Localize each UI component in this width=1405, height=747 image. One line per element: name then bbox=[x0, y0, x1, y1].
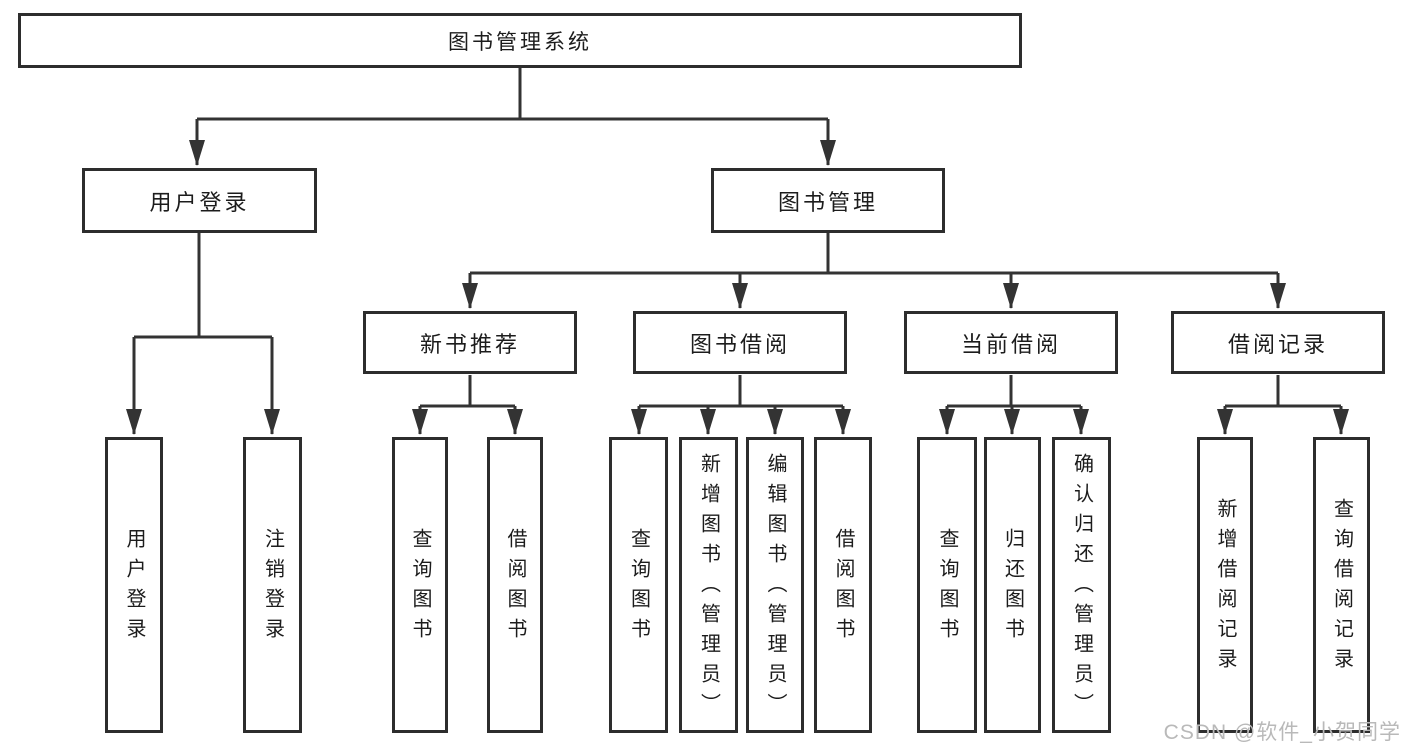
node-new-book-recommend: 新书推荐 bbox=[363, 311, 577, 374]
connector-current-borrow-children bbox=[947, 375, 1081, 408]
connector-borrow-records-children bbox=[1225, 375, 1341, 408]
leaf-borrow-add-books-admin: 新增图书（管理员） bbox=[679, 437, 738, 733]
node-borrow-records: 借阅记录 bbox=[1171, 311, 1385, 374]
connector-book-management-children bbox=[470, 233, 1278, 275]
leaf-borrow-query-books: 查询图书 bbox=[609, 437, 668, 733]
leaf-current-query-books: 查询图书 bbox=[917, 437, 977, 733]
leaf-borrow-edit-books-admin: 编辑图书（管理员） bbox=[746, 437, 804, 733]
leaf-user-login: 用户登录 bbox=[105, 437, 163, 733]
connector-user-login-children bbox=[134, 233, 272, 339]
leaf-borrow-borrow-books: 借阅图书 bbox=[814, 437, 872, 733]
connector-book-borrow-children bbox=[639, 375, 843, 408]
node-user-login: 用户登录 bbox=[82, 168, 317, 233]
node-book-borrow: 图书借阅 bbox=[633, 311, 847, 374]
leaf-records-add-record: 新增借阅记录 bbox=[1197, 437, 1253, 733]
node-book-management-system: 图书管理系统 bbox=[18, 13, 1022, 68]
node-current-borrow: 当前借阅 bbox=[904, 311, 1118, 374]
leaf-recommend-borrow-books: 借阅图书 bbox=[487, 437, 543, 733]
node-book-management: 图书管理 bbox=[711, 168, 945, 233]
leaf-logout: 注销登录 bbox=[243, 437, 302, 733]
leaf-current-return-books: 归还图书 bbox=[984, 437, 1041, 733]
leaf-recommend-query-books: 查询图书 bbox=[392, 437, 448, 733]
leaf-current-confirm-return-admin: 确认归还（管理员） bbox=[1052, 437, 1111, 733]
connector-new-book-recommend-children bbox=[420, 375, 515, 408]
leaf-records-query-record: 查询借阅记录 bbox=[1313, 437, 1370, 733]
connector-root-to-level2 bbox=[197, 68, 828, 121]
csdn-watermark: CSDN @软件_小贺同学 bbox=[1163, 721, 1401, 744]
